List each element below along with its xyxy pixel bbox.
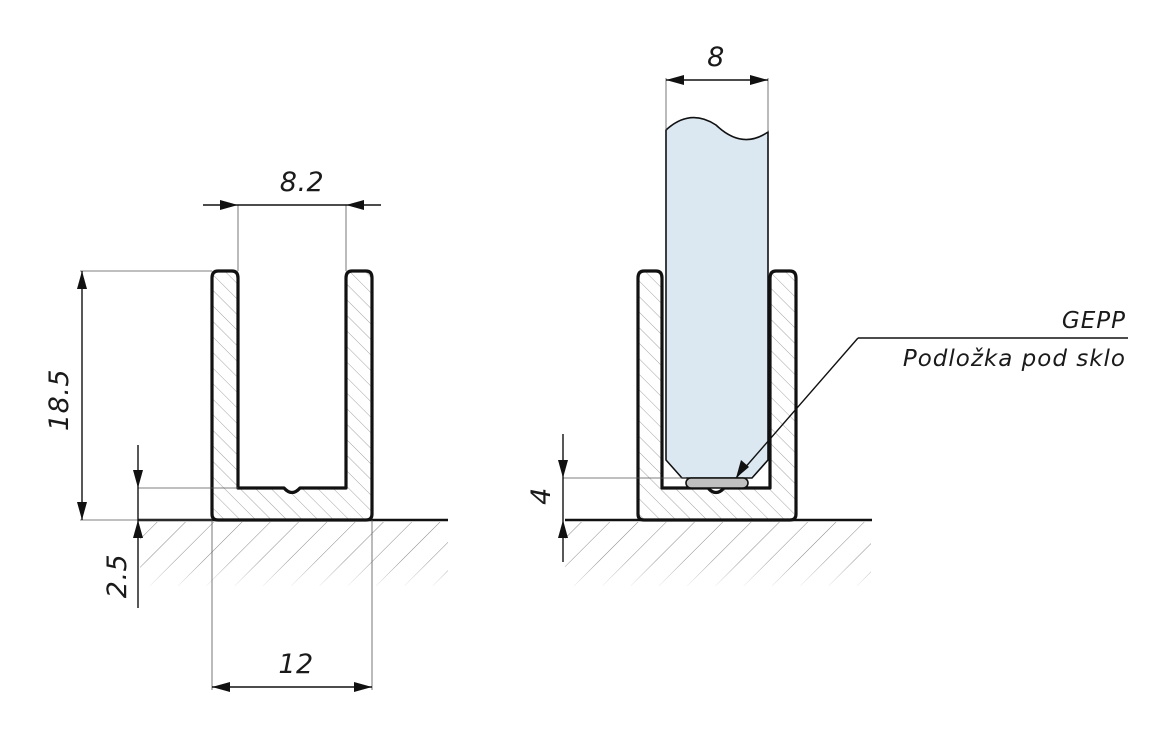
right-assembly-view: 8 4 GEPP Podložka pod sklo (526, 42, 1128, 590)
dim-inner-width: 8.2 (280, 167, 324, 198)
dim-base: 2.5 (102, 554, 133, 598)
dim-outer-width: 12 (278, 649, 313, 680)
callout-description: Podložka pod sklo (903, 346, 1126, 372)
callout-leader (735, 337, 859, 479)
callout-title: GEPP (1062, 308, 1126, 334)
dim-glass-thickness: 8 (707, 42, 725, 73)
dim-height: 18.5 (44, 369, 75, 431)
left-profile-view: 8.2 18.5 2.5 12 (44, 167, 450, 692)
dim-pad-height: 4 (526, 487, 557, 505)
glass-pane (665, 116, 769, 479)
left-u-profile (210, 269, 374, 522)
gepp-pad (685, 477, 749, 489)
